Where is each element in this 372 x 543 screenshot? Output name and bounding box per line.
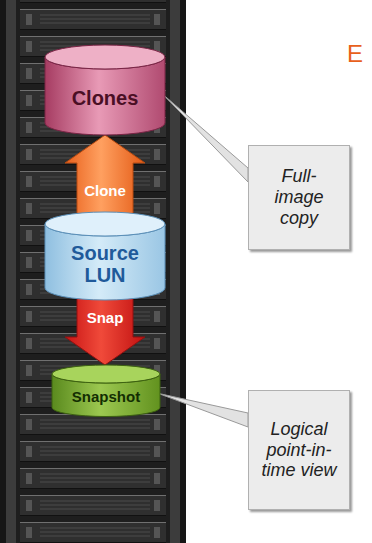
- rack-rail: [170, 0, 180, 543]
- callout-text: Full- image copy: [256, 166, 342, 228]
- cut-heading-letter: E: [347, 40, 363, 68]
- snap-arrow: [65, 296, 145, 365]
- leader-wedge: [163, 95, 248, 183]
- cylinder-top: [45, 45, 165, 69]
- callout-box: Logical point-in- time view: [248, 390, 350, 510]
- rack-frame: [0, 0, 186, 543]
- snapshot-cylinder: Snapshot: [52, 365, 160, 417]
- cylinder-label: Snapshot: [72, 389, 140, 406]
- cylinder-top: [52, 365, 160, 383]
- callout-box: Full- image copy: [248, 145, 350, 250]
- clones-cylinder: Clones: [45, 45, 165, 135]
- arrow-label: Clone: [84, 181, 126, 198]
- callout-text: Logical point-in- time view: [256, 419, 342, 481]
- rack-bays: [6, 0, 180, 543]
- source-lun-cylinder: Source LUN: [45, 212, 165, 300]
- arrow-label: Snap: [87, 308, 124, 325]
- cylinder-label: Source LUN: [61, 242, 149, 286]
- clone-arrow: [65, 135, 145, 216]
- cylinder-label: Clones: [72, 87, 139, 109]
- leader-wedge: [158, 393, 248, 427]
- cylinder-top: [45, 212, 165, 236]
- rack-rail: [6, 0, 16, 543]
